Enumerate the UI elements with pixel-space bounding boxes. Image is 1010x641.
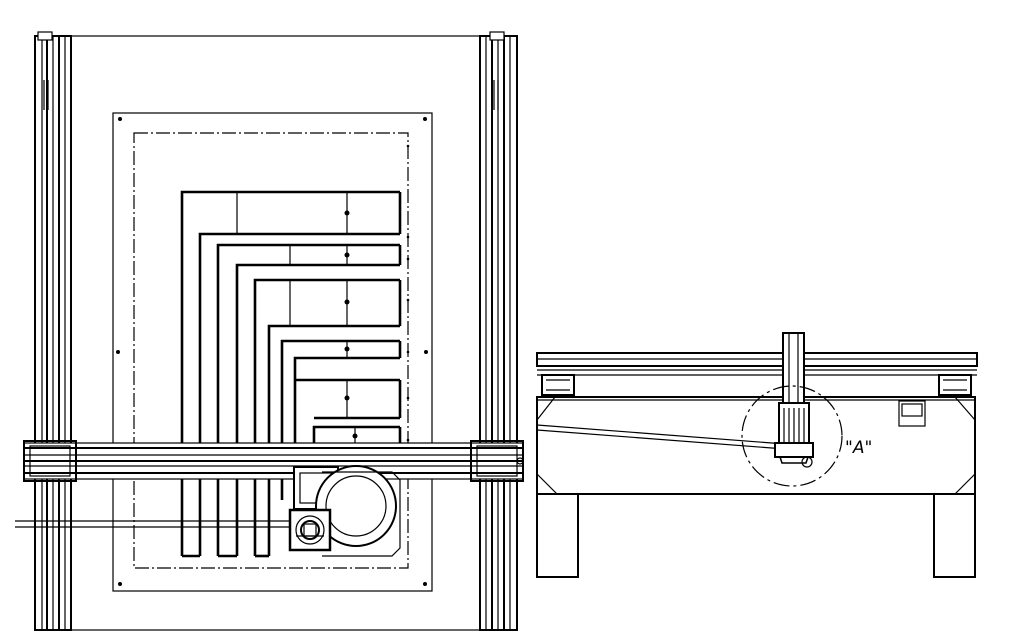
inner-plate [112, 112, 433, 592]
right-rail [479, 31, 518, 631]
sloped-shaft [536, 424, 786, 450]
drive-shaft [15, 520, 300, 528]
elevation-view: "A" [536, 332, 978, 578]
motor-assembly [288, 465, 401, 557]
right-leg [933, 493, 976, 578]
left-leg [536, 493, 579, 578]
main-frame [536, 396, 976, 495]
plan-outer-frame [34, 35, 518, 631]
dash-dot-boundary [133, 132, 409, 569]
drive-column [774, 332, 814, 468]
bolt-holes [116, 117, 428, 586]
left-rail [34, 31, 72, 631]
top-plate [536, 352, 978, 376]
detail-label: "A" [845, 438, 872, 458]
plan-view [15, 31, 524, 631]
access-panel [898, 400, 926, 427]
detail-circle [741, 385, 843, 487]
bearing-blocks [541, 374, 972, 396]
channel-nodes [344, 210, 358, 439]
gantry-beam [23, 440, 524, 482]
